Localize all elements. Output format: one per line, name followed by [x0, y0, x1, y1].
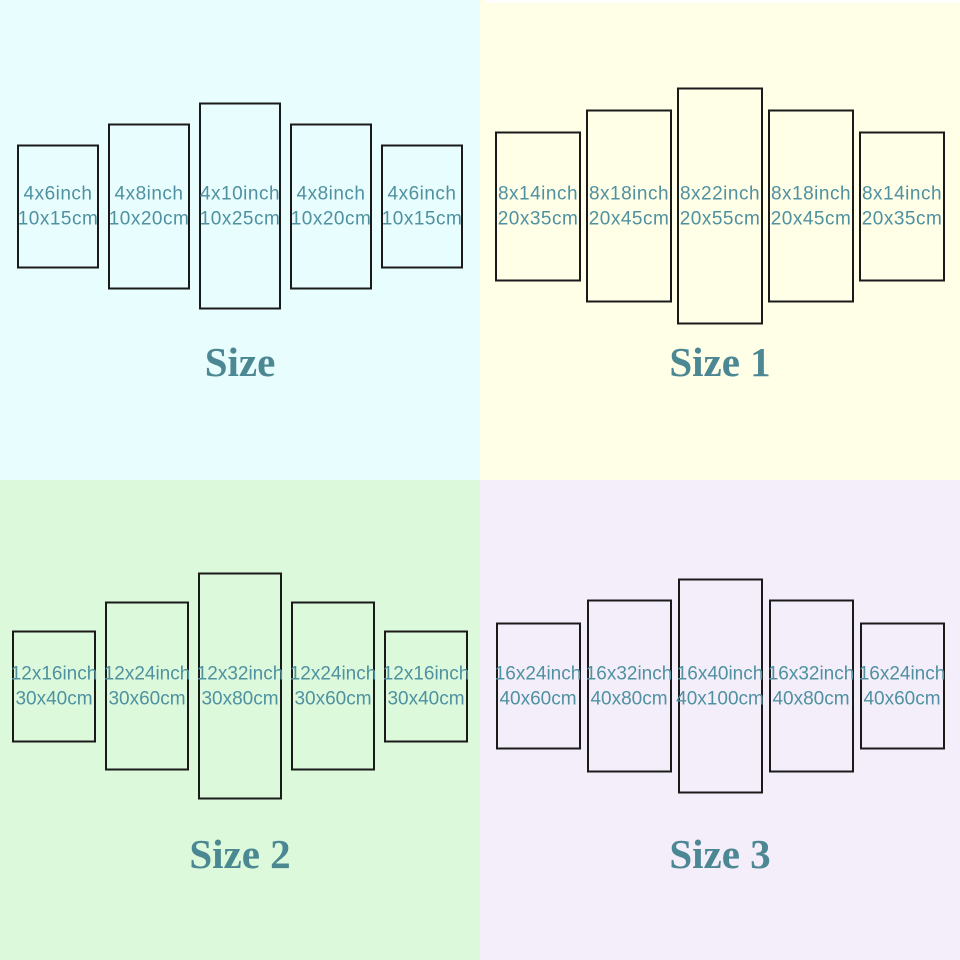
panel-cm-label: 40x80cm: [772, 688, 850, 709]
image-edge-artifact: [486, 0, 960, 3]
panel-inch-label: 16x40inch: [676, 663, 764, 684]
panel-row: 12x16inch 30x40cm 12x24inch 30x60cm 12x3…: [0, 572, 480, 800]
canvas-panel: 16x32inch 40x80cm: [585, 599, 673, 773]
size-chart-quadrant-size-3: 16x24inch 40x60cm 16x32inch 40x80cm 16x4…: [480, 480, 960, 960]
panel-inch-label: 8x18inch: [588, 183, 670, 204]
canvas-panel: 12x16inch 30x40cm: [382, 630, 470, 742]
canvas-panel: 16x32inch 40x80cm: [767, 599, 855, 773]
panel-inch-label: 8x18inch: [770, 183, 852, 204]
size-group-title: Size 2: [189, 831, 291, 877]
canvas-panel: 4x6inch 10x15cm: [381, 144, 463, 268]
canvas-panel: 4x8inch 10x20cm: [290, 123, 372, 289]
panel-cm-label: 20x45cm: [588, 208, 670, 229]
panel-cm-label: 20x35cm: [497, 208, 579, 229]
canvas-panel: 16x40inch 40x100cm: [676, 578, 764, 794]
canvas-panel: 16x24inch 40x60cm: [494, 622, 582, 750]
canvas-panel: 4x10inch 10x25cm: [199, 102, 281, 310]
panel-row: 8x14inch 20x35cm 8x18inch 20x45cm 8x22in…: [480, 87, 960, 325]
panel-cm-label: 20x35cm: [861, 208, 943, 229]
panel-cm-label: 30x40cm: [387, 688, 465, 709]
panel-cm-label: 20x55cm: [679, 208, 761, 229]
panel-inch-label: 8x14inch: [497, 183, 579, 204]
size-group-title: Size: [204, 339, 276, 385]
panel-inch-label: 8x22inch: [679, 183, 761, 204]
canvas-panel: 12x24inch 30x60cm: [289, 601, 377, 771]
canvas-panel: 4x6inch 10x15cm: [17, 144, 99, 268]
panel-inch-label: 12x16inch: [10, 663, 98, 684]
canvas-panel: 12x32inch 30x80cm: [196, 572, 284, 800]
canvas-panel: 12x16inch 30x40cm: [10, 630, 98, 742]
panel-cm-label: 10x15cm: [17, 208, 99, 229]
size-group-title: Size 1: [669, 339, 771, 385]
panel-cm-label: 30x80cm: [201, 688, 279, 709]
panel-cm-label: 40x100cm: [676, 688, 764, 709]
size-chart-quadrant-size-1: 8x14inch 20x35cm 8x18inch 20x45cm 8x22in…: [480, 0, 960, 480]
size-chart-quadrant-size: 4x6inch 10x15cm 4x8inch 10x20cm 4x10inch…: [0, 0, 480, 480]
panel-inch-label: 16x32inch: [585, 663, 673, 684]
panel-row: 4x6inch 10x15cm 4x8inch 10x20cm 4x10inch…: [0, 102, 480, 310]
size-chart-quadrant-size-2: 12x16inch 30x40cm 12x24inch 30x60cm 12x3…: [0, 480, 480, 960]
panel-inch-label: 12x16inch: [382, 663, 470, 684]
panel-cm-label: 40x80cm: [590, 688, 668, 709]
canvas-panel: 8x18inch 20x45cm: [768, 109, 854, 303]
panel-cm-label: 30x60cm: [294, 688, 372, 709]
panel-inch-label: 12x32inch: [196, 663, 284, 684]
canvas-panel: 4x8inch 10x20cm: [108, 123, 190, 289]
panel-inch-label: 8x14inch: [861, 183, 943, 204]
panel-cm-label: 30x40cm: [15, 688, 93, 709]
panel-cm-label: 10x25cm: [199, 208, 281, 229]
canvas-panel: 8x14inch 20x35cm: [859, 131, 945, 281]
canvas-panel: 8x14inch 20x35cm: [495, 131, 581, 281]
panel-cm-label: 10x15cm: [381, 208, 463, 229]
panel-inch-label: 4x6inch: [387, 183, 457, 204]
panel-inch-label: 16x24inch: [494, 663, 582, 684]
panel-inch-label: 4x8inch: [114, 183, 184, 204]
panel-cm-label: 20x45cm: [770, 208, 852, 229]
panel-cm-label: 40x60cm: [499, 688, 577, 709]
panel-row: 16x24inch 40x60cm 16x32inch 40x80cm 16x4…: [480, 578, 960, 794]
canvas-panel: 8x18inch 20x45cm: [586, 109, 672, 303]
panel-cm-label: 40x60cm: [863, 688, 941, 709]
panel-cm-label: 30x60cm: [108, 688, 186, 709]
canvas-panel: 12x24inch 30x60cm: [103, 601, 191, 771]
panel-inch-label: 12x24inch: [289, 663, 377, 684]
panel-inch-label: 4x6inch: [23, 183, 93, 204]
panel-inch-label: 16x24inch: [858, 663, 946, 684]
panel-cm-label: 10x20cm: [108, 208, 190, 229]
panel-inch-label: 4x10inch: [199, 183, 281, 204]
panel-cm-label: 10x20cm: [290, 208, 372, 229]
size-group-title: Size 3: [669, 831, 771, 877]
panel-inch-label: 12x24inch: [103, 663, 191, 684]
canvas-panel: 16x24inch 40x60cm: [858, 622, 946, 750]
panel-inch-label: 16x32inch: [767, 663, 855, 684]
panel-inch-label: 4x8inch: [296, 183, 366, 204]
canvas-panel: 8x22inch 20x55cm: [677, 87, 763, 325]
